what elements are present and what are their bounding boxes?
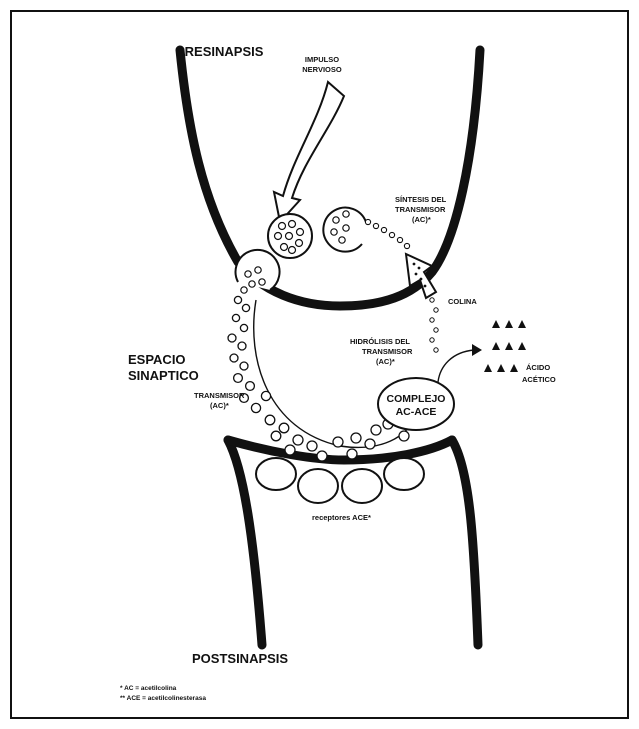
vesicle-full: [268, 214, 312, 258]
choline-dots: [430, 298, 438, 352]
vesicle-forming: [323, 208, 366, 252]
sintesis-label-1: SÍNTESIS DEL: [395, 195, 447, 204]
hidrolisis-label-3: (AC)*: [376, 357, 395, 366]
sintesis-label-3: (AC)*: [412, 215, 431, 224]
footnote-2: ** ACE = acetilcolinesterasa: [120, 695, 206, 702]
transmisor-label-1: TRANSMISOR: [194, 391, 245, 400]
hidrolisis-label-2: TRANSMISOR: [362, 347, 413, 356]
receptores-label: receptores ACE*: [312, 513, 371, 522]
transmitter-molecules: [228, 296, 409, 461]
impulso-label-2: NERVIOSO: [302, 65, 342, 74]
espacio-label-1: ESPACIO: [128, 352, 186, 367]
hidrolisis-label-1: HIDRÓLISIS DEL: [350, 337, 410, 346]
postsinapsis-label: POSTSINAPSIS: [192, 651, 288, 666]
complejo-label-2: AC-ACE: [396, 406, 437, 418]
sintesis-label-2: TRANSMISOR: [395, 205, 446, 214]
nerve-impulse-arrow: [274, 82, 344, 222]
acido-label-2: ACÉTICO: [522, 375, 556, 384]
hydrolysis-arrowhead: [472, 344, 482, 356]
acido-label-1: ÁCIDO: [526, 363, 550, 372]
impulso-label-1: IMPULSO: [305, 55, 339, 64]
receptors: [256, 458, 424, 503]
presinapsis-label: PRESINAPSIS: [176, 44, 264, 59]
colina-label: COLINA: [448, 297, 477, 306]
complejo-label-1: COMPLEJO: [387, 393, 446, 405]
footnote-1: * AC = acetilcolina: [120, 685, 177, 692]
acetic-acid-triangles: [484, 320, 526, 372]
vesicle-releasing: [236, 250, 280, 293]
hydrolysis-arrow-line: [438, 350, 474, 382]
espacio-label-2: SINAPTICO: [128, 368, 199, 383]
synthesis-dots: [365, 219, 409, 248]
postsynaptic-membrane-right: [452, 440, 478, 645]
transmisor-label-2: (AC)*: [210, 401, 229, 410]
